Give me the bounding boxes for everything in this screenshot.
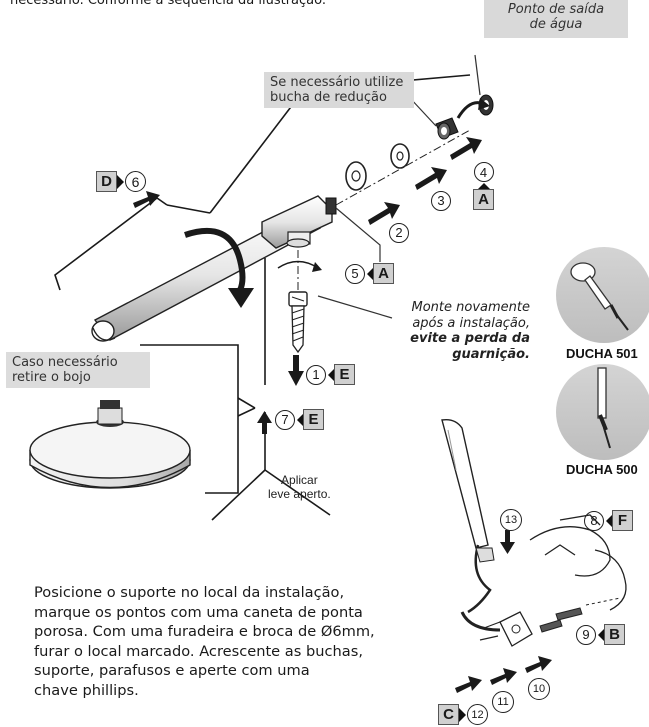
step-number: 3 xyxy=(431,190,451,211)
arrow-13 xyxy=(500,530,515,554)
pointer xyxy=(367,267,373,280)
callout-reducer-line1: Se necessário utilize xyxy=(270,75,404,90)
step-number: 12 xyxy=(467,704,488,725)
arrow-c12 xyxy=(455,676,482,693)
callout-reassemble: Monte novamente após a instalação, evite… xyxy=(390,300,530,362)
step-2: 2 xyxy=(389,222,409,243)
callout-apply-line1: Aplicar xyxy=(281,473,318,487)
callout-reassemble-line4: guarnição. xyxy=(452,346,530,362)
step-number: 9 xyxy=(576,624,596,645)
pointer xyxy=(477,183,490,189)
shower-arm xyxy=(91,195,337,342)
callout-water-outlet: Ponto de saída de água xyxy=(484,0,628,38)
step-number: 4 xyxy=(473,162,494,182)
arrow-4 xyxy=(450,137,482,160)
intro-text: necessário. Conforme a sequência da ilus… xyxy=(10,0,326,8)
step-number: 10 xyxy=(528,678,550,700)
pointer xyxy=(117,174,124,189)
callout-reassemble-line1: Monte novamente xyxy=(411,300,531,315)
step-number: 5 xyxy=(345,263,365,284)
ducha-501-image xyxy=(556,247,649,343)
leader-lines xyxy=(317,54,481,319)
letter-box: C xyxy=(438,704,459,725)
letter-box: E xyxy=(334,364,355,385)
arrow-2 xyxy=(368,202,400,225)
step-c12: C 12 xyxy=(438,704,488,725)
pointer xyxy=(328,368,334,381)
bracket-plate xyxy=(479,611,533,647)
shower-head xyxy=(29,400,191,489)
pointer xyxy=(598,628,604,641)
callout-apply-tight: Aplicar leve aperto. xyxy=(268,473,331,501)
letter-box: D xyxy=(96,171,117,192)
callout-remove-bowl: Caso necessário retire o bojo xyxy=(6,352,150,388)
letter-box: A xyxy=(473,189,494,210)
hand-shower xyxy=(441,418,501,632)
step-number: 7 xyxy=(275,409,295,430)
callout-reassemble-line3: evite a perda da xyxy=(410,331,530,346)
callout-bowl-line1: Caso necessário xyxy=(12,355,118,370)
letter-box: B xyxy=(604,624,625,645)
callout-water-outlet-line1: Ponto de saída xyxy=(507,2,605,17)
step-8: 8 F xyxy=(584,510,633,531)
callout-reassemble-line2: após a instalação, xyxy=(412,315,530,331)
instructions-paragraph: Posicione o suporte no local da instalaç… xyxy=(34,583,434,700)
step-3: 3 xyxy=(431,190,451,211)
step-1: 1 E xyxy=(306,364,355,385)
instructions-line: Posicione o suporte no local da instalaç… xyxy=(34,584,345,601)
step-number: 1 xyxy=(306,364,326,385)
callout-water-outlet-line2: de água xyxy=(529,17,583,32)
letter-box: E xyxy=(303,409,324,430)
label-ducha-500: DUCHA 500 xyxy=(566,462,638,477)
step-number: 2 xyxy=(389,222,409,243)
instructions-line: marque os pontos com uma caneta de ponta xyxy=(34,603,363,621)
callout-apply-line2: leve aperto. xyxy=(268,487,331,501)
screw xyxy=(288,291,308,354)
step-4: 4 A xyxy=(473,162,494,210)
step-number: 13 xyxy=(500,509,522,531)
instructions-line: suporte, parafusos e aperte com uma xyxy=(34,662,310,679)
arrow-3 xyxy=(415,167,447,190)
step-11: 11 xyxy=(492,690,514,713)
label-ducha-501: DUCHA 501 xyxy=(566,346,638,361)
step-number: 11 xyxy=(492,691,514,713)
step-number: 6 xyxy=(125,171,146,192)
callout-reducer-bushing: Se necessário utilize bucha de redução xyxy=(264,72,414,108)
washer-medium xyxy=(390,143,410,169)
pointer xyxy=(459,707,466,722)
letter-box: F xyxy=(612,510,633,531)
step-13: 13 xyxy=(500,508,522,531)
callout-reducer-line2: bucha de redução xyxy=(270,90,387,105)
wall-section xyxy=(140,258,331,521)
callout-bowl-line2: retire o bojo xyxy=(12,370,91,385)
step-10: 10 xyxy=(528,677,550,700)
pointer xyxy=(297,413,303,426)
ducha-500-image xyxy=(556,364,649,460)
step-number: 8 xyxy=(584,510,604,531)
arrow-10 xyxy=(525,656,552,673)
letter-box: A xyxy=(373,263,394,284)
arrow-11 xyxy=(490,668,517,685)
pointer xyxy=(606,514,612,527)
reducer-bushing xyxy=(435,117,459,140)
step-5: 5 A xyxy=(345,263,394,284)
washer-large xyxy=(345,161,367,191)
arrow-d6 xyxy=(133,191,160,208)
rotation-arrow-arm xyxy=(184,228,246,292)
arrow-7 xyxy=(257,411,272,434)
step-d6: D 6 xyxy=(96,171,146,192)
instructions-line: porosa. Com uma furadeira e broca de Ø6m… xyxy=(34,623,375,640)
wall-plugs xyxy=(539,607,583,633)
step-9: 9 B xyxy=(576,624,625,645)
instructions-line: chave phillips. xyxy=(34,681,139,699)
instructions-line: furar o local marcado. Acrescente as buc… xyxy=(34,642,363,660)
arrow-1 xyxy=(288,355,304,386)
step-7: 7 E xyxy=(275,409,324,430)
